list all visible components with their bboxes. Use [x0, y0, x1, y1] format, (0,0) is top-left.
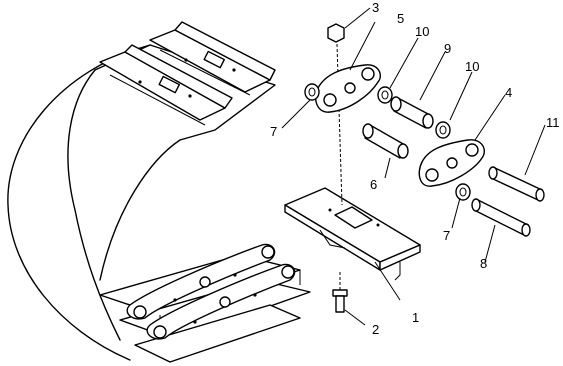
label-pin: 8: [480, 256, 487, 271]
nut: [327, 23, 345, 206]
seal-right: [455, 183, 471, 201]
label-nut: 3: [372, 0, 379, 15]
label-spacer-b: 10: [465, 59, 479, 74]
track-shoe: [284, 187, 421, 281]
label-shoe-bolt: 2: [372, 322, 379, 337]
label-track-shoe: 1: [412, 310, 419, 325]
spacer-a: [377, 86, 393, 104]
bushing: [362, 123, 409, 159]
label-seal-left: 7: [270, 124, 277, 139]
shoe-bolt: [332, 272, 348, 313]
link-left: [314, 64, 382, 113]
label-bushing-upper: 9: [444, 41, 451, 56]
label-link-left: 5: [397, 11, 404, 26]
pin: [471, 198, 531, 237]
callout-labels: 1 2 3 4 5 6 7 7 8 9 10 10 11: [270, 0, 560, 337]
spacer-b: [435, 121, 451, 139]
leader-lines: [281, 7, 546, 326]
label-bushing: 6: [370, 177, 377, 192]
label-master-pin: 11: [546, 115, 560, 130]
master-pin: [488, 166, 545, 202]
label-spacer-a: 10: [415, 24, 429, 39]
lower-link-chain: [126, 243, 296, 340]
label-link-right: 4: [505, 85, 512, 100]
seal-left: [304, 83, 320, 101]
track-loop: [7, 21, 311, 363]
label-seal-right: 7: [443, 228, 450, 243]
bushing-upper: [390, 96, 434, 129]
link-right: [418, 139, 486, 187]
upper-shoes: [99, 21, 276, 126]
